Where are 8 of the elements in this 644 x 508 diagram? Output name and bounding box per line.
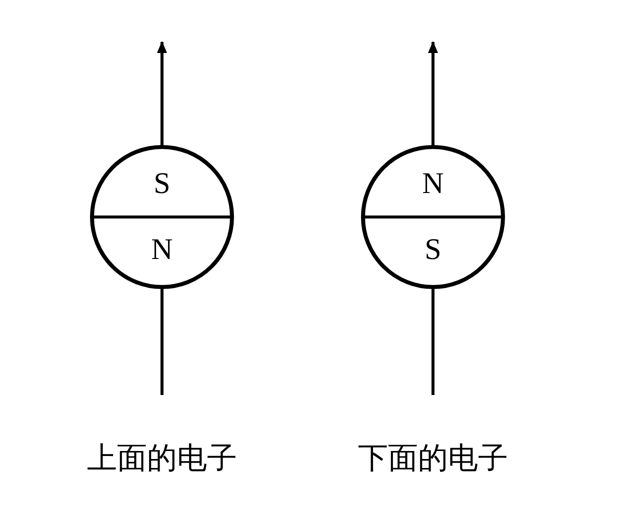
pole-letter: N	[150, 233, 174, 267]
pole-letter: N	[421, 167, 445, 201]
split-circle	[361, 145, 505, 289]
pole-letter: S	[424, 233, 442, 267]
caption: 下面的电子	[358, 440, 508, 478]
pole-letter: S	[152, 167, 172, 201]
caption: 上面的电子	[87, 440, 237, 478]
split-circle	[90, 145, 234, 289]
